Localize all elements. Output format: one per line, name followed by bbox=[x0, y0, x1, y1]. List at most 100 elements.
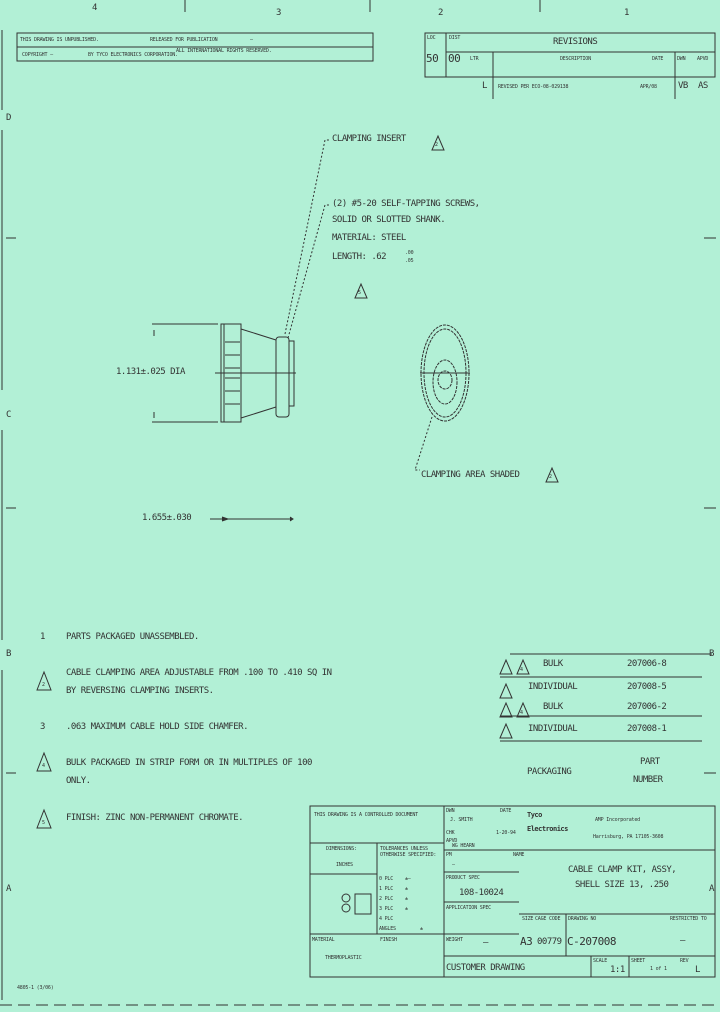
screws-tol-plus: .00 bbox=[405, 250, 414, 256]
drawing-title-1: CABLE CLAMP KIT, ASSY, bbox=[568, 865, 677, 875]
form-number: 4805-1 (3/06) bbox=[17, 985, 54, 991]
tol-1: 1 PLC bbox=[379, 886, 394, 892]
drawing-number: C-207008 bbox=[567, 935, 616, 948]
sheet-label: SHEET bbox=[631, 958, 646, 964]
note-2-line-1: CABLE CLAMPING AREA ADJUSTABLE FROM .100… bbox=[66, 668, 332, 678]
length-dimension: 1.655±.030 bbox=[142, 513, 192, 523]
clamping-area-flag: 2 bbox=[549, 474, 552, 480]
description-label: DESCRIPTION bbox=[560, 56, 591, 62]
revision-desc: REVISED PER ECO-08-029138 bbox=[498, 84, 569, 90]
row-4-packaging: INDIVIDUAL bbox=[528, 724, 578, 734]
packaging-header: PACKAGING bbox=[527, 767, 572, 777]
weight-label: WEIGHT bbox=[446, 937, 463, 943]
restricted-label: RESTRICTED TO bbox=[670, 916, 707, 922]
rights-text: ALL INTERNATIONAL RIGHTS RESERVED. bbox=[176, 48, 272, 54]
title-block-sketch bbox=[341, 893, 372, 915]
zone-row-a: A bbox=[6, 884, 11, 894]
apvd-label-tb: APVD bbox=[446, 838, 458, 844]
note-5-num: 5 bbox=[42, 820, 45, 826]
ltr-label: LTR bbox=[470, 56, 479, 62]
pm-value: — bbox=[452, 862, 455, 868]
dist-value: 00 bbox=[448, 52, 461, 65]
tol-1-val: ± bbox=[405, 886, 408, 892]
zone-row-b: B bbox=[6, 649, 11, 659]
diameter-dimension: 1.131±.025 DIA bbox=[116, 367, 185, 377]
pm-label: PM bbox=[446, 852, 452, 858]
company-logo: Tyco Electronics bbox=[527, 811, 568, 833]
unpublished-text: THIS DRAWING IS UNPUBLISHED. bbox=[20, 37, 99, 43]
zone-col-1: 1 bbox=[624, 8, 629, 18]
row-4-part: 207008-1 bbox=[627, 724, 667, 734]
apvd-label: APVD bbox=[697, 56, 709, 62]
company-address: Harrisburg, PA 17105-3608 bbox=[593, 834, 664, 840]
note-4-line-2: ONLY. bbox=[66, 776, 91, 786]
tol-3-val: ± bbox=[405, 906, 408, 912]
revision-date: APR/08 bbox=[640, 84, 657, 90]
controlled-document: THIS DRAWING IS A CONTROLLED DOCUMENT bbox=[314, 812, 418, 818]
note-5-text: FINISH: ZINC NON-PERMANENT CHROMATE. bbox=[66, 813, 244, 823]
released-text: RELEASED FOR PUBLICATION bbox=[150, 37, 218, 43]
tol-2: 2 PLC bbox=[379, 896, 394, 902]
note-1-text: PARTS PACKAGED UNASSEMBLED. bbox=[66, 632, 199, 642]
dwn-name: J. SMITH bbox=[450, 817, 473, 823]
row-1-flag: 4 bbox=[520, 667, 523, 673]
loc-label: LOC bbox=[427, 35, 436, 41]
note-flag-triangles bbox=[36, 134, 559, 829]
material-label: MATERIAL bbox=[312, 937, 335, 943]
size-label: SIZE bbox=[522, 916, 534, 922]
zone-row-a-right: A bbox=[709, 884, 714, 894]
scale-value: 1:1 bbox=[610, 965, 625, 975]
revision-apvd: AS bbox=[698, 81, 708, 91]
screws-line-1: (2) #5-20 SELF-TAPPING SCREWS, bbox=[332, 199, 480, 209]
zone-row-c: C bbox=[6, 410, 11, 420]
row-3-packaging: BULK bbox=[543, 702, 563, 712]
copyright-text: COPYRIGHT — bbox=[22, 52, 53, 58]
screws-line-2: SOLID OR SLOTTED SHANK. bbox=[332, 215, 446, 225]
tol-angles-val: ± bbox=[420, 926, 423, 932]
row-3-part: 207006-2 bbox=[627, 702, 667, 712]
zone-row-d: D bbox=[6, 113, 11, 123]
tol-0-val: ±— bbox=[405, 876, 411, 882]
note-2-line-2: BY REVERSING CLAMPING INSERTS. bbox=[66, 686, 214, 696]
screws-line-4: LENGTH: .62 bbox=[332, 252, 387, 262]
revisions-title: REVISIONS bbox=[553, 37, 598, 47]
row-2-part: 207008-5 bbox=[627, 682, 667, 692]
copyright-by: BY TYCO ELECTRONICS CORPORATION. bbox=[88, 52, 178, 58]
name-label: NAME bbox=[513, 852, 525, 858]
material-value: THERMOPLASTIC bbox=[325, 955, 362, 961]
cage-value: 00779 bbox=[537, 937, 562, 947]
note-2-num: 2 bbox=[42, 682, 45, 688]
date-label-tb: DATE bbox=[500, 808, 512, 814]
customer-drawing: CUSTOMER DRAWING bbox=[446, 963, 525, 973]
zone-col-4: 4 bbox=[92, 3, 97, 13]
dimensions-label: DIMENSIONS: bbox=[326, 846, 357, 852]
row-1-packaging: BULK bbox=[543, 659, 563, 669]
tol-3: 3 PLC bbox=[379, 906, 394, 912]
weight-value: — bbox=[483, 938, 488, 948]
revision-dwn: VB bbox=[678, 81, 688, 91]
released-dash: — bbox=[250, 37, 253, 43]
clamping-insert-flag: 2 bbox=[435, 142, 438, 148]
company-name: AMP Incorporated bbox=[595, 817, 640, 823]
tolerances-label: TOLERANCES UNLESS OTHERWISE SPECIFIED: bbox=[380, 846, 437, 858]
apvd-name: WG HEARN bbox=[452, 843, 475, 849]
application-spec-label: APPLICATION SPEC bbox=[446, 905, 491, 911]
tol-2-val: ± bbox=[405, 896, 408, 902]
chk-label: CHK bbox=[446, 830, 455, 836]
part-header-2: NUMBER bbox=[633, 775, 663, 785]
row-2-packaging: INDIVIDUAL bbox=[528, 682, 578, 692]
end-view bbox=[420, 324, 470, 422]
clamping-area-callout: CLAMPING AREA SHADED bbox=[421, 470, 520, 480]
zone-col-2: 2 bbox=[438, 8, 443, 18]
dimensions-value: INCHES bbox=[336, 862, 353, 868]
note-3-text: .063 MAXIMUM CABLE HOLD SIDE CHAMFER. bbox=[66, 722, 248, 732]
zone-row-b-right: B bbox=[709, 649, 714, 659]
clamping-insert-callout: CLAMPING INSERT bbox=[332, 134, 406, 144]
part-header-1: PART bbox=[640, 757, 660, 767]
screws-line-3: MATERIAL: STEEL bbox=[332, 233, 406, 243]
tol-0: 0 PLC bbox=[379, 876, 394, 882]
screws-flag: 5 bbox=[358, 290, 361, 296]
revision-ltr: L bbox=[482, 81, 487, 91]
